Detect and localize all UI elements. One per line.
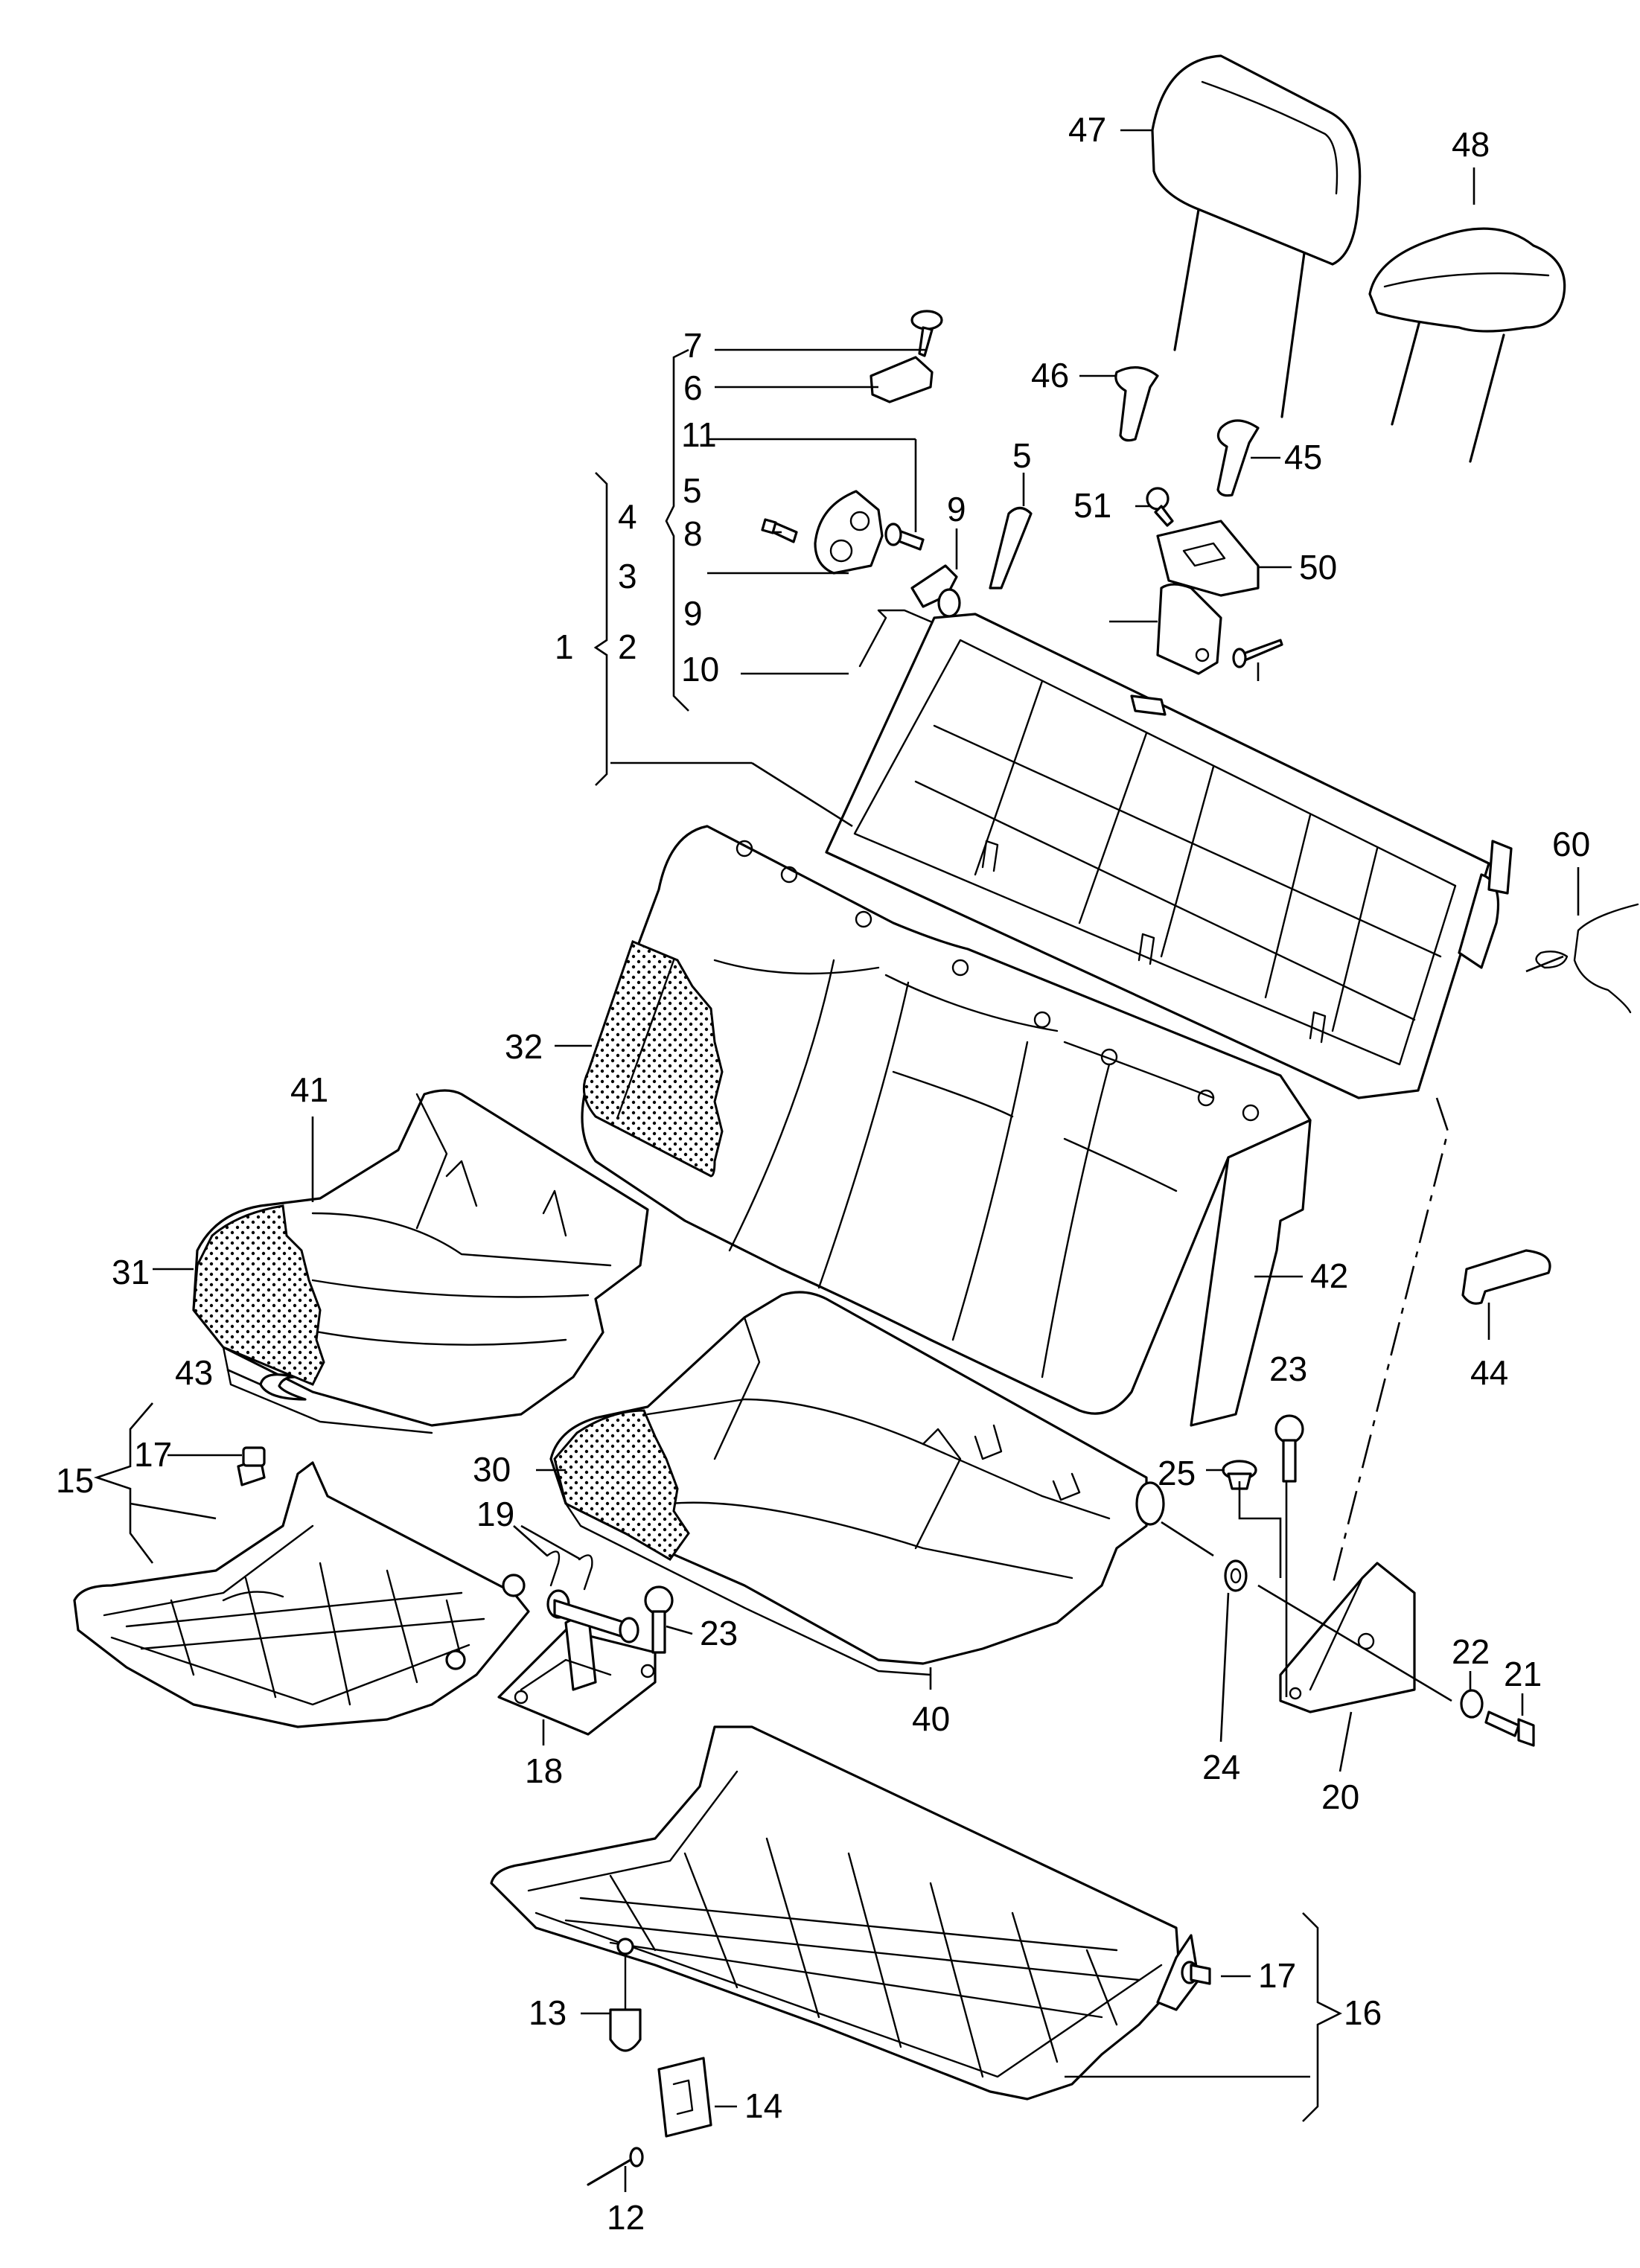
label-6: 6 [683, 368, 703, 407]
label-3: 3 [618, 557, 637, 595]
headrest-47[interactable] [1151, 54, 1362, 418]
label-46: 46 [1031, 356, 1069, 394]
lock-bracket-2[interactable] [1156, 583, 1222, 675]
rivet-12[interactable] [587, 2147, 644, 2186]
label-21: 21 [1504, 1655, 1542, 1693]
screw-51[interactable] [1146, 487, 1174, 527]
label-5b: 5 [1012, 436, 1032, 475]
label-22: 22 [1452, 1632, 1490, 1671]
label-16: 16 [1344, 1993, 1382, 2032]
bolt-23a[interactable] [644, 1585, 674, 1654]
strap-60[interactable] [1535, 903, 1639, 1014]
mount-bracket-20[interactable] [1279, 1562, 1416, 1713]
label-48: 48 [1452, 125, 1490, 164]
release-lever-9[interactable] [910, 564, 961, 618]
label-23b: 23 [1269, 1349, 1307, 1388]
bolt-8[interactable] [761, 518, 798, 543]
headrest-guide-46[interactable] [1114, 366, 1159, 442]
label-30: 30 [473, 1450, 511, 1489]
washer-24[interactable] [1224, 1559, 1248, 1592]
label-47: 47 [1068, 110, 1106, 149]
label-4: 4 [618, 497, 637, 536]
backrest-frame[interactable] [825, 613, 1513, 1099]
screw-11[interactable] [884, 523, 925, 551]
bracket-6[interactable] [870, 356, 934, 403]
backrest-cushion-42[interactable] [581, 825, 1312, 1427]
label-31: 31 [112, 1253, 150, 1291]
label-13: 13 [529, 1993, 567, 2032]
clip-44[interactable] [1461, 1249, 1551, 1305]
bolt-17b[interactable] [1181, 1961, 1211, 1985]
label-23a: 23 [700, 1614, 738, 1652]
label-44: 44 [1470, 1353, 1508, 1392]
label-51: 51 [1073, 486, 1111, 525]
seat-cushion-40[interactable] [549, 1291, 1165, 1676]
label-60: 60 [1552, 825, 1590, 863]
bolt-21[interactable] [1484, 1710, 1535, 1747]
label-20: 20 [1321, 1777, 1359, 1816]
label-5a: 5 [683, 471, 702, 510]
label-1: 1 [555, 627, 574, 666]
label-41: 41 [290, 1070, 328, 1109]
seat-padding-30[interactable] [553, 1409, 690, 1561]
latch-housing[interactable] [814, 490, 884, 575]
label-9b: 9 [947, 490, 966, 528]
headrest-48[interactable] [1368, 227, 1566, 463]
label-24: 24 [1202, 1748, 1240, 1786]
spring-clip-19b[interactable] [578, 1554, 593, 1591]
washer-22[interactable] [1460, 1689, 1484, 1719]
screw-7[interactable] [910, 310, 943, 357]
label-8: 8 [683, 514, 703, 553]
seat-frame-16[interactable] [490, 1725, 1200, 2101]
bolt-23b[interactable] [1274, 1414, 1304, 1483]
cable-10[interactable] [858, 609, 932, 668]
label-14: 14 [744, 2086, 782, 2125]
label-11: 11 [681, 415, 717, 454]
hinge-bracket-18[interactable] [497, 1589, 657, 1736]
label-17b: 17 [1258, 1956, 1296, 1995]
cover-50[interactable] [1156, 520, 1260, 597]
label-15: 15 [56, 1461, 94, 1500]
handle-5[interactable] [989, 506, 1033, 590]
label-7: 7 [683, 326, 703, 365]
label-10: 10 [681, 650, 719, 689]
label-43: 43 [175, 1353, 213, 1392]
label-2: 2 [618, 627, 637, 666]
backrest-padding-32[interactable] [582, 940, 724, 1178]
rivet-3[interactable] [1232, 639, 1283, 668]
strap-13[interactable] [609, 1938, 642, 2052]
part-number-labels: 1 2 3 4 5 5 6 7 8 9 9 10 11 12 13 14 15 … [56, 110, 1590, 2237]
clip-43[interactable] [259, 1373, 307, 1401]
label-40: 40 [912, 1699, 950, 1738]
plate-14[interactable] [657, 2057, 712, 2138]
label-12: 12 [607, 2198, 645, 2237]
leader-lines [93, 129, 1580, 2192]
label-17a: 17 [134, 1435, 172, 1474]
label-9a: 9 [683, 594, 703, 633]
label-19: 19 [476, 1495, 514, 1533]
headrest-guide-45[interactable] [1216, 419, 1260, 497]
label-32: 32 [505, 1027, 543, 1066]
label-45: 45 [1284, 438, 1322, 476]
label-25: 25 [1158, 1454, 1196, 1492]
seat-padding-31[interactable] [192, 1204, 325, 1386]
seat-frame-15[interactable] [73, 1457, 530, 1728]
bolt-17a[interactable] [242, 1446, 266, 1467]
label-18: 18 [525, 1751, 563, 1790]
label-42: 42 [1310, 1256, 1348, 1295]
label-50: 50 [1299, 548, 1337, 587]
spring-clip-19a[interactable] [546, 1550, 561, 1587]
